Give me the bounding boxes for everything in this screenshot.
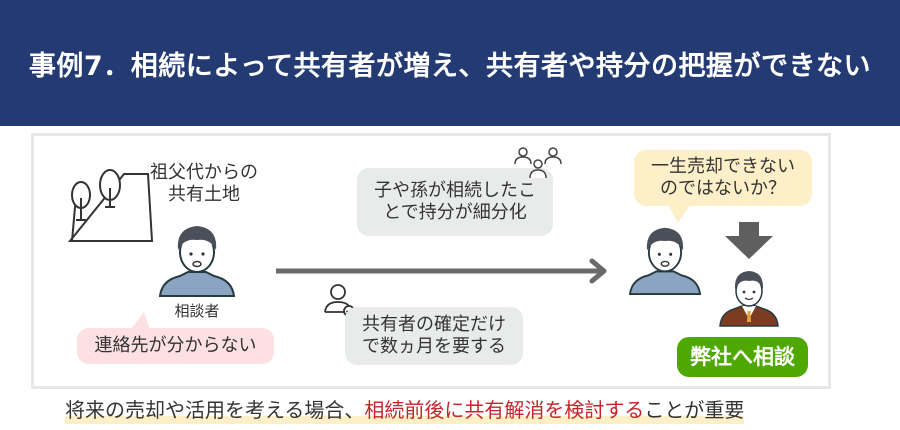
title-banner: 事例7．相続によって共有者が増え、共有者や持分の把握ができない xyxy=(0,0,900,126)
months-line2: で数ヵ月を要する xyxy=(362,336,506,357)
diagram-frame xyxy=(31,133,831,389)
months-line1: 共有者の確定だけ xyxy=(362,314,506,335)
contact-unknown-bubble: 連絡先が分からない xyxy=(77,328,274,364)
down-arrow-icon xyxy=(725,222,773,259)
months-bubble: 共有者の確定だけで数ヵ月を要する xyxy=(345,307,523,365)
subdivide-bubble: 子や孫が相続したことで持分が細分化 xyxy=(357,168,553,236)
conclusion-pre: 将来の売却や活用を考える場合、 xyxy=(65,398,365,422)
worry-line1: 一生売却できない xyxy=(651,156,795,177)
bubble-tail xyxy=(668,205,690,223)
client-avatar-icon xyxy=(158,226,236,297)
worry-line2: のではないか？ xyxy=(660,178,786,199)
bubble-tail xyxy=(130,312,150,330)
conclusion-text: 将来の売却や活用を考える場合、相続前後に共有解消を検討することが重要 xyxy=(65,396,745,424)
right-arrow-icon xyxy=(276,258,607,284)
land-trees-icon xyxy=(67,169,154,242)
group-people-icon xyxy=(514,147,562,179)
page-title: 事例7．相続によって共有者が増え、共有者や持分の把握ができない xyxy=(28,50,872,82)
consultant-avatar-icon xyxy=(719,271,779,327)
subdivide-line2: とで持分が細分化 xyxy=(383,202,527,223)
land-label-line2: 共有土地 xyxy=(168,184,240,205)
conclusion-highlight: 相続前後に共有解消を検討する xyxy=(364,398,645,422)
land-label: 祖父代からの 共有土地 xyxy=(144,162,264,206)
client-avatar-icon xyxy=(628,227,702,296)
conclusion-post: ことが重要 xyxy=(644,398,745,422)
client-label: 相談者 xyxy=(174,302,220,320)
worry-bubble: 一生売却できないのではないか？ xyxy=(634,150,812,206)
consult-us-button[interactable]: 弊社へ相談 xyxy=(677,337,808,377)
land-label-line1: 祖父代からの xyxy=(150,162,258,183)
subdivide-line1: 子や孫が相続したこ xyxy=(374,180,536,201)
